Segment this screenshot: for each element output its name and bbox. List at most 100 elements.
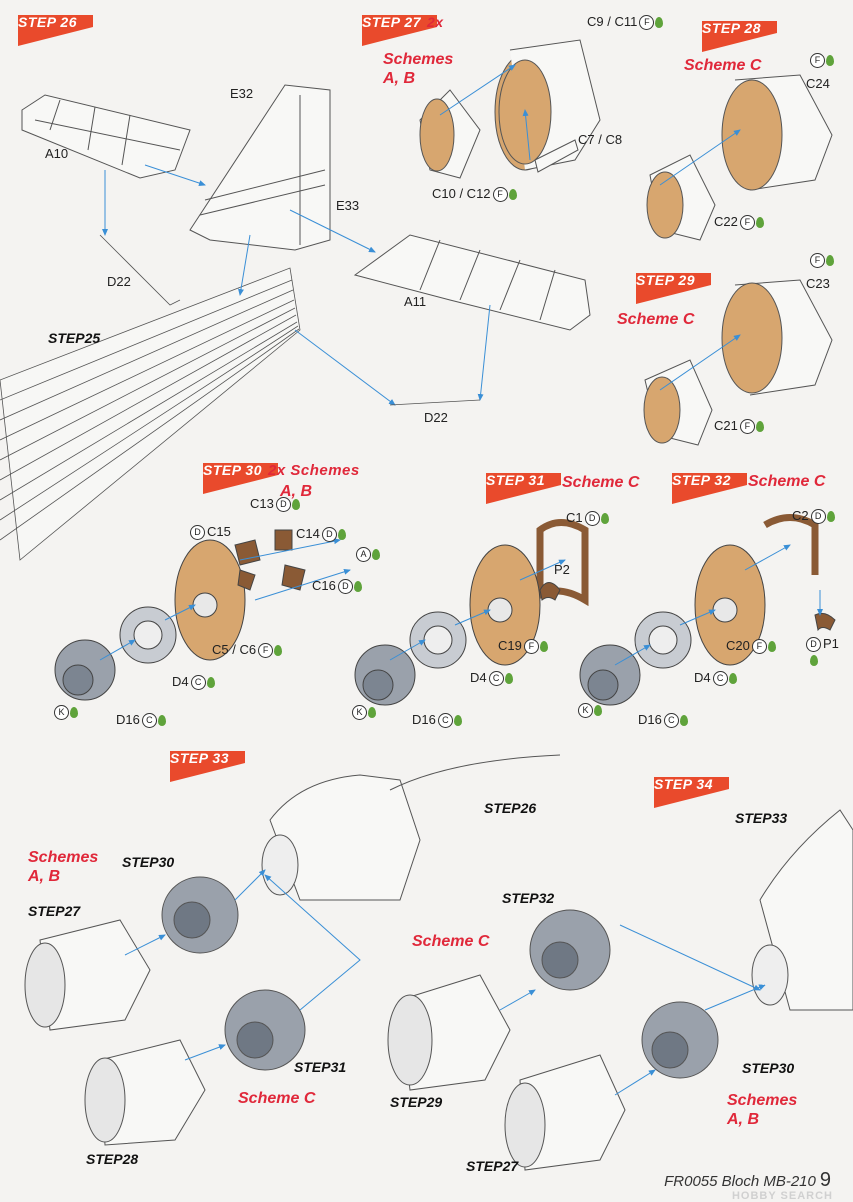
fin-e32 — [189, 84, 331, 251]
a-icon: A — [356, 547, 371, 563]
part-k-c: K — [576, 702, 602, 719]
part-c15-text: C15 — [207, 524, 231, 539]
glue-drop-icon — [291, 499, 300, 511]
fuselage-tail-drawing — [0, 267, 301, 561]
step-28-flag: STEP 28 — [702, 18, 802, 52]
ref-step29: STEP29 — [390, 1094, 443, 1110]
f-icon: F — [523, 639, 539, 655]
scheme-c-step31: Scheme C — [562, 474, 640, 491]
part-k-a: K — [52, 704, 78, 721]
part-c21-text: C21 — [714, 418, 738, 433]
step-28-label: STEP 28 — [702, 20, 762, 36]
scheme-ab-line1: Schemes — [383, 51, 454, 68]
part-e32: E32 — [230, 86, 254, 101]
part-c16-text: C16 — [312, 578, 336, 593]
glue-drop-icon — [810, 655, 818, 667]
glue-drop-icon — [157, 715, 166, 727]
ref-step30-b: STEP30 — [742, 1060, 795, 1076]
stabilizer-a10 — [21, 94, 191, 179]
part-d22-b: D22 — [424, 410, 448, 425]
f-icon: F — [739, 215, 755, 231]
ref-step25: STEP25 — [48, 330, 101, 346]
nacelle-step33 — [24, 754, 561, 1146]
d-icon: D — [321, 527, 337, 543]
glue-drop-icon — [826, 55, 834, 67]
glue-drop-icon — [826, 511, 835, 523]
glue-drop-icon — [453, 715, 462, 727]
step-29-flag: STEP 29 — [636, 270, 736, 304]
stabilizer-a11 — [353, 234, 591, 331]
glue-drop-icon — [504, 673, 513, 685]
k-icon: K — [352, 705, 367, 721]
part-d16-text: D16 — [116, 712, 140, 727]
part-c5-c6-text: C5 / C6 — [212, 642, 257, 657]
step-30-extra: 2x Schemes — [268, 462, 360, 479]
f-icon: F — [258, 643, 274, 659]
step-30-text: STEP 30 — [203, 462, 263, 478]
glue-drop-icon — [274, 645, 283, 657]
d-icon: D — [806, 637, 821, 653]
glue-drop-icon — [337, 529, 346, 541]
part-c14-text: C14 — [296, 526, 320, 541]
f-icon: F — [810, 53, 825, 69]
step-31-flag: STEP 31 — [486, 470, 566, 504]
cowling-step28 — [646, 74, 833, 241]
k-icon: K — [54, 705, 69, 721]
engine-step32 — [579, 514, 836, 706]
glue-drop-icon — [70, 707, 78, 719]
c-icon: C — [712, 671, 728, 687]
glue-drop-icon — [655, 17, 664, 29]
ref-step26: STEP26 — [484, 800, 537, 816]
step-32-label: STEP 32 — [672, 472, 732, 488]
c-icon: C — [141, 713, 157, 729]
step-34-label: STEP 34 — [654, 776, 714, 792]
step-27-extra: 2x — [427, 14, 444, 30]
scheme-ab-step30: A, B — [280, 483, 312, 500]
part-c24-label: C24 — [806, 76, 830, 91]
glue-drop-icon — [826, 255, 834, 267]
step-26-flag: STEP 26 — [18, 12, 128, 46]
scheme-ab-line1: Schemes — [28, 849, 99, 866]
scheme-c-step32: Scheme C — [748, 473, 826, 490]
watermark: HOBBY SEARCH — [731, 1190, 833, 1202]
footer-title: FR0055 Bloch MB-210 — [664, 1173, 816, 1190]
ref-step27-a: STEP27 — [28, 903, 81, 919]
glue-drop-icon — [539, 641, 548, 653]
part-c1-text: C1 — [566, 510, 583, 525]
d-icon: D — [584, 511, 600, 527]
part-c10-c12-text: C10 / C12 — [432, 186, 491, 201]
ref-step28: STEP28 — [86, 1151, 139, 1167]
k-icon: K — [578, 703, 593, 719]
part-d4-text: D4 — [470, 670, 487, 685]
d-icon: D — [190, 525, 205, 541]
scheme-ab-line2: A, B — [28, 868, 60, 885]
engine-step30 — [54, 529, 306, 701]
part-a-icon: A — [354, 546, 380, 563]
ref-step30-a: STEP30 — [122, 854, 175, 870]
scheme-c-step28: Scheme C — [684, 57, 762, 74]
scheme-c-step34: Scheme C — [412, 933, 490, 950]
d-icon: D — [337, 579, 353, 595]
part-c22-text: C22 — [714, 214, 738, 229]
c-icon: C — [663, 713, 679, 729]
part-c7-c8: C7 / C8 — [578, 132, 623, 147]
scheme-c-step29: Scheme C — [617, 311, 695, 328]
page-number: 9 — [819, 1169, 831, 1191]
glue-drop-icon — [368, 707, 376, 719]
d-icon: D — [810, 509, 826, 525]
part-d16-text: D16 — [638, 712, 662, 727]
f-icon: F — [810, 253, 825, 269]
part-c2-text: C2 — [792, 508, 809, 523]
